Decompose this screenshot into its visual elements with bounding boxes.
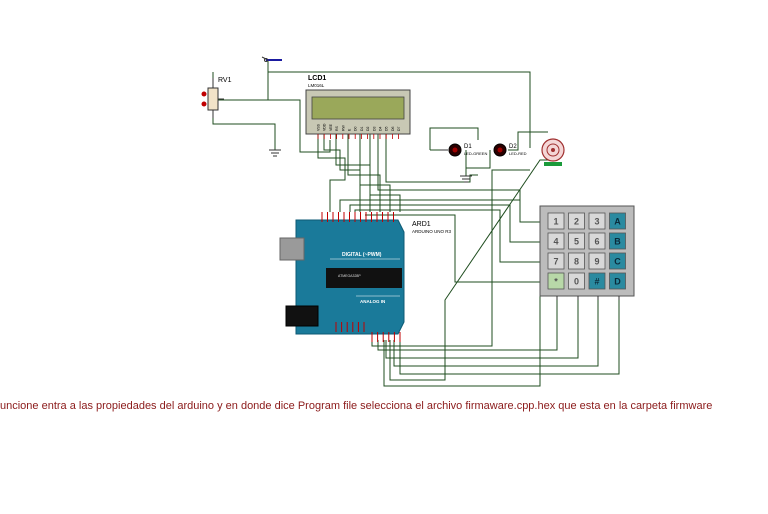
lcd-pin-label-7: D1 <box>360 126 364 131</box>
lcd-pin-label-9: D3 <box>372 126 376 131</box>
dc-motor[interactable] <box>541 138 565 166</box>
key-4-button[interactable] <box>547 232 565 250</box>
key-label: C <box>614 257 621 267</box>
atmega-chip <box>326 268 402 288</box>
key-label: # <box>594 277 599 287</box>
instruction-note: uncione entra a las propiedades del ardu… <box>0 400 713 412</box>
rv1-potentiometer[interactable]: RV1 <box>201 77 232 118</box>
lcd-part-label: LM016L <box>308 83 325 88</box>
lcd-pin-label-3: RS <box>335 125 339 131</box>
arduino-part-label: ARDUINO UNO R3 <box>412 229 452 234</box>
lcd-pin-label-13: D7 <box>397 126 401 131</box>
key-6-button[interactable] <box>588 232 606 250</box>
d1-part-label: LED-GREEN <box>464 151 487 156</box>
key-B-button[interactable] <box>609 232 626 250</box>
key-label: 3 <box>594 217 599 227</box>
keypad-4x4[interactable]: 1 2 3 A 4 5 6 B 7 8 9 C * 0 # D <box>539 205 635 300</box>
lcd-pin-label-5: E <box>348 128 352 131</box>
power-jack <box>285 305 319 327</box>
key-label: 4 <box>553 237 558 247</box>
d2-ref-label: D2 <box>509 144 517 150</box>
d1-ref-label: D1 <box>464 144 472 150</box>
digital-label: DIGITAL (~PWM) <box>342 252 382 258</box>
ground-icon <box>269 149 281 157</box>
key-label: 8 <box>574 257 579 267</box>
key-2-button[interactable] <box>568 212 585 230</box>
key-1-button[interactable] <box>547 212 565 230</box>
key-label: 5 <box>574 237 579 247</box>
key-5-button[interactable] <box>568 232 585 250</box>
lcd-pin-label-11: D5 <box>385 126 389 131</box>
lcd-pin-label-8: D2 <box>366 126 370 131</box>
lcd-pin-label-1: VDD <box>323 123 327 131</box>
led-d2[interactable]: D2 LED-RED <box>493 143 527 157</box>
key-8-button[interactable] <box>568 252 585 270</box>
d2-part-label: LED-RED <box>509 151 527 156</box>
lcd-pin-label-12: D6 <box>391 126 395 131</box>
lcd-pin-label-0: VSS <box>317 123 321 131</box>
key-C-button[interactable] <box>609 252 626 270</box>
lcd-ref-label: LCD1 <box>308 75 326 82</box>
analog-header <box>335 322 401 342</box>
key-label: D <box>614 277 621 287</box>
digital-header <box>321 212 394 222</box>
key-D-button[interactable] <box>609 272 626 290</box>
arduino-ref-label: ARD1 <box>412 221 431 228</box>
key-A-button[interactable] <box>609 212 626 230</box>
keypad-column-pins <box>556 296 620 300</box>
lcd-pin-label-2: VEE <box>329 123 333 131</box>
key-label: 2 <box>574 217 579 227</box>
key-label: 7 <box>553 257 558 267</box>
key-label: 6 <box>594 237 599 247</box>
vcc-source-icon <box>261 56 282 62</box>
chip-label: ATMEGA328P <box>338 274 361 278</box>
lcd-pin-label-4: RW <box>341 125 345 131</box>
key-label: A <box>614 217 621 227</box>
key-9-button[interactable] <box>588 252 606 270</box>
key-*-button[interactable] <box>547 272 565 290</box>
lcd-pin-label-6: D0 <box>354 126 358 131</box>
key-7-button[interactable] <box>547 252 565 270</box>
rv1-label: RV1 <box>218 77 232 84</box>
key-label: * <box>554 277 558 287</box>
arduino-uno-board[interactable]: ATMEGA328P DIGITAL (~PWM) ANALOG IN ARD1… <box>279 212 452 342</box>
led-d1[interactable]: D1 LED-GREEN <box>440 143 487 157</box>
lcd-pin-label-10: D4 <box>379 126 383 131</box>
usb-connector <box>279 237 305 261</box>
key-0-button[interactable] <box>568 272 585 290</box>
keypad-keys: 1 2 3 A 4 5 6 B 7 8 9 C * 0 # D <box>547 212 626 290</box>
ground-icon-2 <box>460 175 472 183</box>
key-#-button[interactable] <box>588 272 606 290</box>
analog-label: ANALOG IN <box>360 299 385 304</box>
key-label: B <box>614 237 621 247</box>
wires <box>212 60 620 387</box>
key-label: 9 <box>594 257 599 267</box>
key-label: 1 <box>553 217 558 227</box>
key-label: 0 <box>574 277 579 287</box>
key-3-button[interactable] <box>588 212 606 230</box>
